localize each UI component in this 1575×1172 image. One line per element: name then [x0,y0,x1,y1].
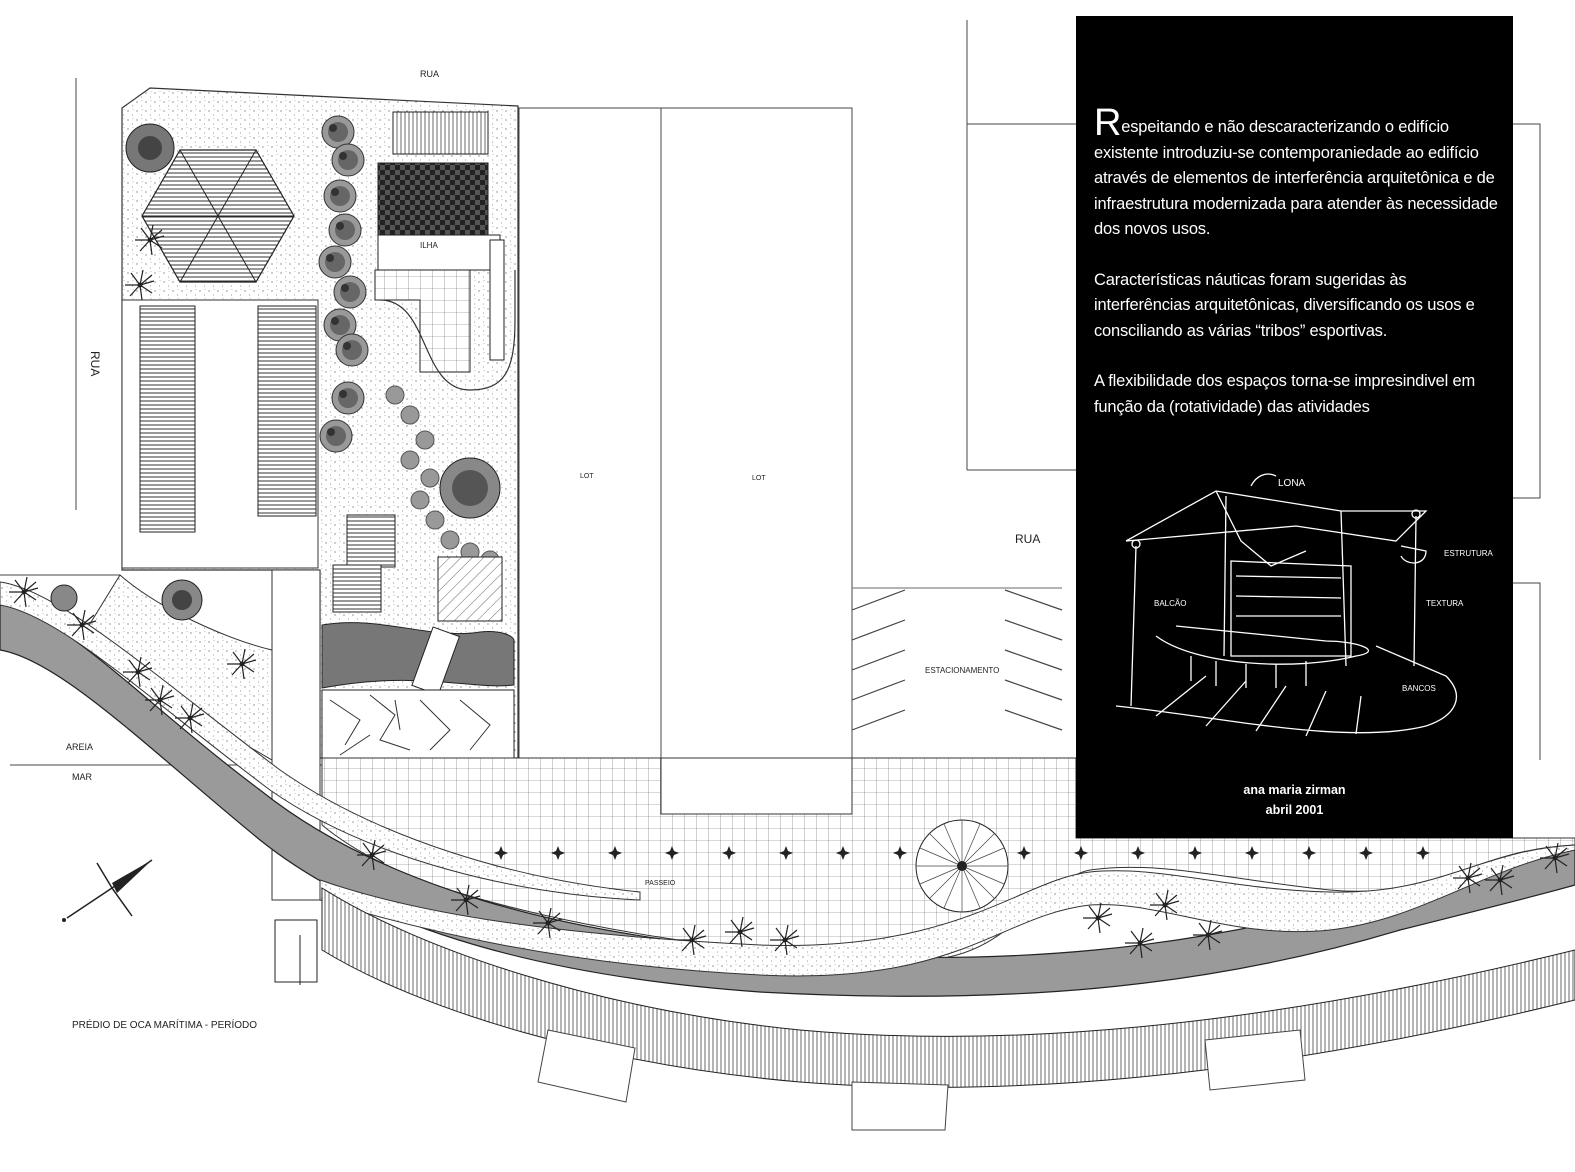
building-block [377,234,501,271]
paving-pattern [329,694,491,756]
large-tree [439,457,501,519]
parking-label: ESTACIONAMENTO [925,666,999,675]
street-top-label: RUA [420,69,439,79]
paving [321,689,515,759]
pier-end [274,919,318,983]
garden-curve [379,270,516,391]
parking-stalls-right [257,305,317,517]
author-name: ana maria zirman [1243,783,1346,797]
sea-label: MAR [72,772,93,782]
sketch-label-bottom: BANCOS [1402,684,1436,693]
sand-strip-lower [319,844,1575,977]
sea-area-label: AREIA [66,742,93,752]
tree-topleft [125,123,175,173]
sketch-label-left: BALCÃO [1154,599,1186,608]
fountain [915,819,1009,913]
sketch-label-top: LONA [1278,478,1306,489]
walkway-label: PASSEIO [645,880,676,887]
building-edge [489,239,505,361]
description-panel: Respeitando e não descaracterizando o ed… [1076,16,1513,838]
hexagon-pavilion [141,149,295,283]
pergola [374,269,471,373]
pool [321,622,515,689]
paragraph-2: Características náuticas foram sugeridas… [1094,270,1475,340]
author-date: abril 2001 [1265,803,1324,817]
street-right-label: RUA [1015,532,1040,546]
deck-1 [346,514,396,568]
lot-b-label: LOT [752,475,766,482]
paragraph-1-text: espeitando e não descaracterizando o edi… [1094,118,1498,238]
parking-stripes [851,587,1063,731]
paragraph-1: Respeitando e não descaracterizando o ed… [1094,104,1504,243]
sketch-label-right: ESTRUTURA [1444,549,1494,558]
building-annex [392,111,489,155]
boardwalk-piers [537,1029,1306,1131]
kiosk-sketch: LONA ESTRUTURA TEXTURA BALCÃO BANCOS [1115,473,1494,737]
lot-b-gap [660,757,853,815]
sketch-label-right2: TEXTURA [1426,599,1464,608]
street-left-label: RUA [88,351,102,376]
paragraph-3: A flexibilidade dos espaços torna-se imp… [1094,372,1476,416]
building-roof [377,162,489,236]
deck-2 [332,564,382,613]
drop-cap: R [1094,102,1122,144]
north-arrow-icon [62,859,153,922]
drawing-title: PRÉDIO DE OCA MARÍTIMA - PERÍODO [72,1018,257,1031]
building-label: ILHA [420,241,438,250]
deck-3 [437,556,503,622]
shrubs-walk [50,579,203,621]
lot-a-label: LOT [580,473,594,480]
parking-stalls-left [139,305,196,533]
